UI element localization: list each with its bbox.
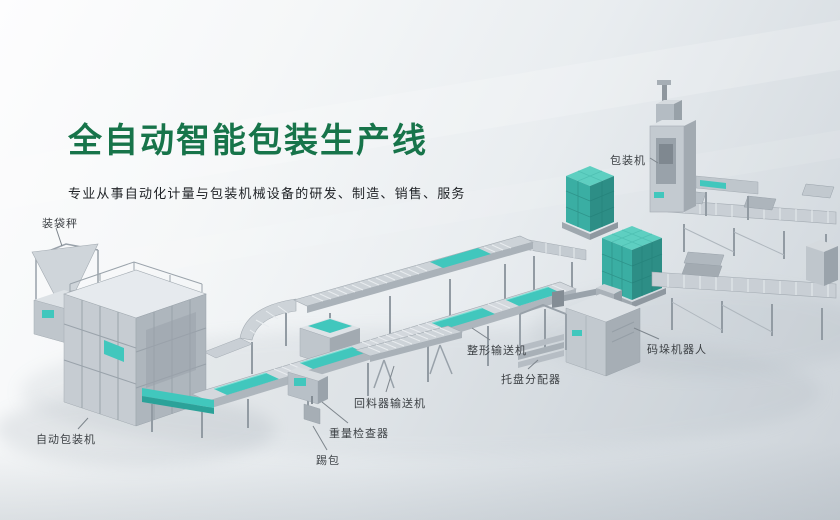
machine-label-return-conveyor: 回料器输送机 [354,398,426,410]
machine-label-pallet-distributor: 托盘分配器 [501,374,561,386]
background-light-streaks [0,20,840,298]
machine-label-shaping-conveyor: 整形输送机 [467,345,527,357]
floor-shade [0,442,840,520]
packaging-machine-tower [649,80,759,220]
discharge-conveyor-bottom [651,240,838,340]
page-subtitle: 专业从事自动化计量与包装机械设备的研发、制造、销售、服务 [68,186,466,202]
feeder-machine [299,318,360,367]
machine-label-palletizing-robot: 码垛机器人 [647,344,707,356]
page-title: 全自动智能包装生产线 [68,122,428,160]
machine-label-weight-checker: 重量检查器 [329,428,389,440]
checkweigher-figure [287,367,328,405]
headline-block: 全自动智能包装生产线 专业从事自动化计量与包装机械设备的研发、制造、销售、服务 [68,122,466,202]
upper-roller-conveyor [203,235,534,374]
pallet-dispenser-figure [518,303,567,368]
machine-label-auto-packaging-machine: 自动包装机 [36,434,96,446]
machine-label-packaging-machine: 包装机 [610,155,646,167]
machine-label-bagging-scale: 装袋秤 [42,218,78,230]
palletizing-robot-figure [552,284,641,377]
outfeed-belt [142,388,214,438]
bag-kicker-figure [303,396,321,425]
machine-label-kick-bag: 踢包 [316,452,340,468]
return-conveyor-figure [355,325,463,389]
